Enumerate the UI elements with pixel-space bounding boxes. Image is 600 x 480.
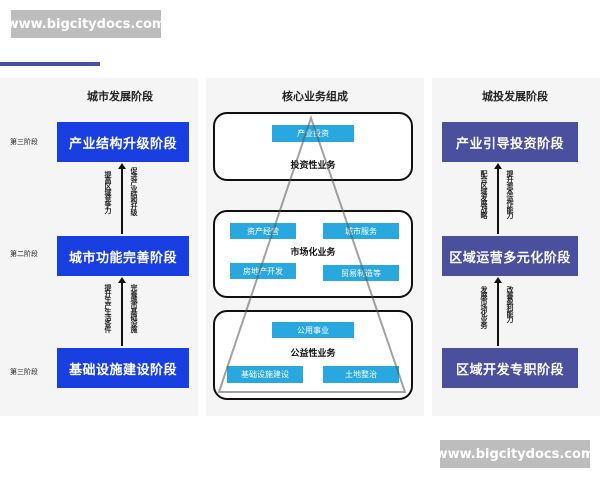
chip-industrial-investment: 产业投资 [272,125,354,142]
right-arrow-upper-left-text: 配合区域发展战略 [480,170,488,218]
right-column-title: 城投发展阶段 [482,90,548,103]
right-box-industry-guidance: 产业引导投资阶段 [442,122,578,162]
right-arrow-lower-head [494,277,502,283]
chip-public-utilities: 公用事业 [272,322,354,338]
stage-label-bottom: 第三阶段 [10,368,38,376]
chip-city-service: 城市服务 [323,223,399,239]
right-arrow-upper [497,168,499,234]
right-arrow-lower-left-text: 发展市场化业务 [480,286,488,328]
accent-bar [0,62,100,66]
group-public-welfare-label: 公益性业务 [290,349,336,359]
chip-asset-operation: 资产经营 [230,223,296,239]
left-arrow-upper [121,168,123,234]
middle-column-title: 核心业务组成 [282,90,348,103]
left-column-title: 城市发展阶段 [87,90,153,103]
right-box-regional-development: 区域开发专职阶段 [442,348,578,388]
left-arrow-upper-head [118,163,126,169]
left-arrow-lower-left-text: 提升生产生活条件 [104,284,112,332]
left-box-function-improvement: 城市功能完善阶段 [57,236,189,276]
left-box-industrial-upgrade: 产业结构升级阶段 [57,122,189,162]
group-investment-label: 投资性业务 [290,161,336,171]
chip-infrastructure-construction: 基础设施建设 [227,366,303,383]
right-arrow-lower [497,282,499,346]
left-arrow-upper-left-text: 提高区域竞争力 [104,171,112,213]
left-arrow-lower-right-text: 完善城市基础设施 [130,284,138,332]
left-box-infrastructure: 基础设施建设阶段 [57,348,189,388]
watermark-top: www.bigcitydocs.com [7,10,165,38]
watermark-bottom: www.bigcitydocs.com [436,440,594,468]
left-arrow-lower [121,282,123,346]
right-arrow-upper-head [494,163,502,169]
left-arrow-upper-right-text: 促进产业结构升级 [130,167,138,215]
chip-trade-manufacturing: 贸易制造等 [323,265,399,281]
group-market-label: 市场化业务 [290,248,336,258]
stage-label-top: 第三阶段 [10,138,38,146]
right-arrow-lower-right-text: 改善盈利能力 [506,286,514,322]
left-arrow-lower-head [118,277,126,283]
right-box-regional-operation: 区域运营多元化阶段 [442,236,578,276]
chip-real-estate: 房地产开发 [230,263,296,279]
chip-land-consolidation: 土地整治 [323,366,399,383]
stage-label-middle: 第二阶段 [10,250,38,258]
right-arrow-upper-right-text: 提升资本运作能力 [506,170,514,218]
